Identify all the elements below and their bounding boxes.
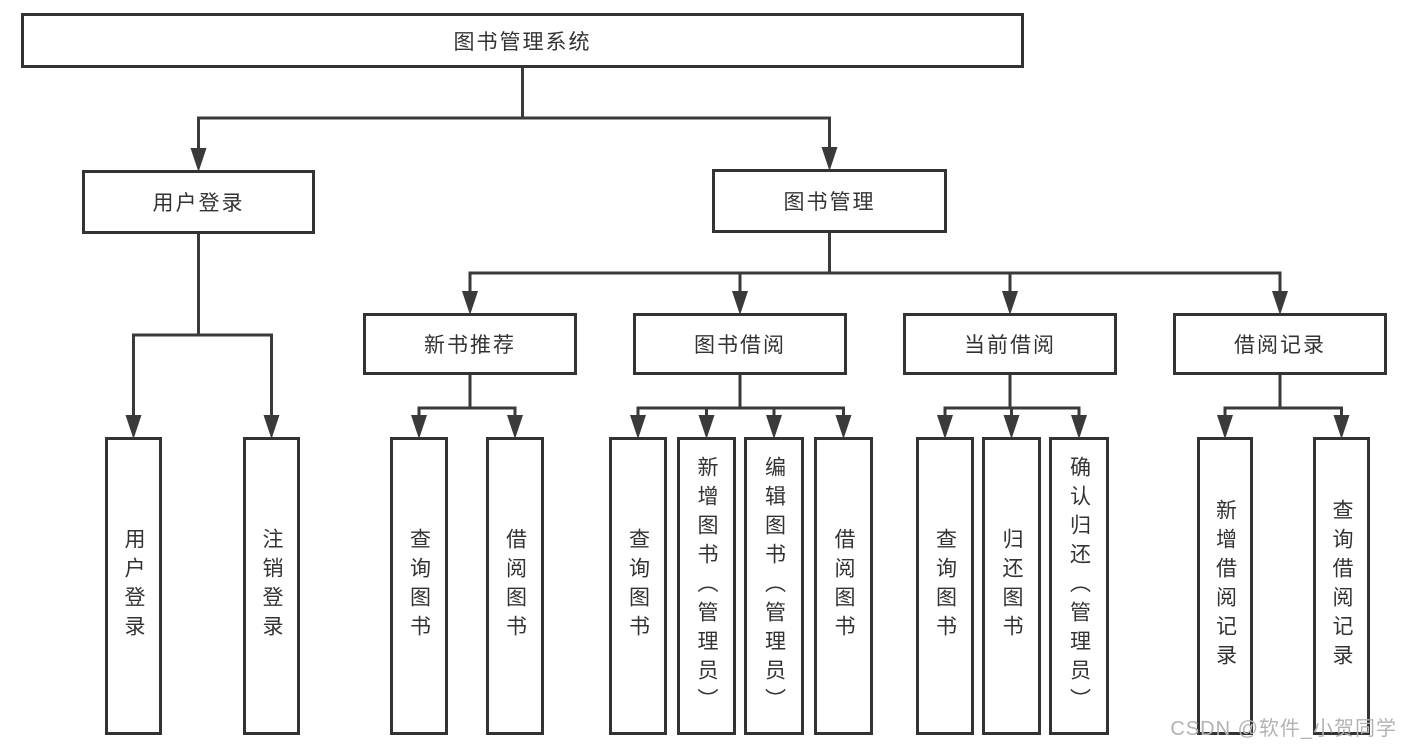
node-label-leaf-bb-edit: 编辑图书（管理员） xyxy=(762,455,786,717)
node-leaf-nbr-query: 查询图书 xyxy=(390,437,448,735)
node-label-leaf-nbr-query: 查询图书 xyxy=(407,528,431,644)
arrowhead-icon xyxy=(1003,415,1020,439)
node-user-login: 用户登录 xyxy=(82,170,315,234)
node-new-book-rec: 新书推荐 xyxy=(363,313,577,375)
node-leaf-bb-query: 查询图书 xyxy=(609,437,667,735)
node-label-leaf-bb-add: 新增图书（管理员） xyxy=(695,455,718,717)
node-leaf-cb-return: 归还图书 xyxy=(982,437,1041,735)
node-label-book-mgmt: 图书管理 xyxy=(783,191,876,214)
node-leaf-bb-add: 新增图书（管理员） xyxy=(677,437,736,735)
node-label-leaf-bb-borrow: 借阅图书 xyxy=(832,528,855,644)
node-leaf-bb-edit: 编辑图书（管理员） xyxy=(744,437,804,735)
arrowhead-icon xyxy=(821,147,838,171)
arrowhead-icon xyxy=(1071,415,1087,439)
node-label-leaf-nbr-borrow: 借阅图书 xyxy=(503,528,527,644)
arrowhead-icon xyxy=(766,415,782,439)
node-book-borrow: 图书借阅 xyxy=(633,313,847,375)
arrowhead-icon xyxy=(1272,291,1288,315)
node-leaf-br-query: 查询借阅记录 xyxy=(1313,437,1370,735)
arrowhead-icon xyxy=(507,415,523,439)
node-label-user-login: 用户登录 xyxy=(152,192,245,215)
arrowhead-icon xyxy=(1002,291,1018,315)
arrowhead-icon xyxy=(462,291,478,315)
arrowhead-icon xyxy=(732,291,748,315)
node-current-borrow: 当前借阅 xyxy=(903,313,1117,375)
arrowhead-icon xyxy=(125,415,142,439)
arrowhead-icon xyxy=(263,415,280,439)
node-book-mgmt: 图书管理 xyxy=(712,169,947,233)
node-label-leaf-bb-query: 查询图书 xyxy=(626,528,650,644)
node-leaf-br-add: 新增借阅记录 xyxy=(1197,437,1253,735)
node-label-current-borrow: 当前借阅 xyxy=(964,334,1056,357)
arrowhead-icon xyxy=(835,415,852,439)
node-label-leaf-logout: 注销登录 xyxy=(260,528,283,644)
node-label-leaf-cb-confirm: 确认归还（管理员） xyxy=(1067,455,1091,717)
node-borrow-records: 借阅记录 xyxy=(1173,313,1387,375)
arrowhead-icon xyxy=(190,148,207,172)
node-leaf-nbr-borrow: 借阅图书 xyxy=(486,437,544,735)
node-label-leaf-br-add: 新增借阅记录 xyxy=(1213,499,1237,673)
arrowhead-icon xyxy=(1333,415,1350,439)
node-label-new-book-rec: 新书推荐 xyxy=(424,334,516,357)
node-label-book-borrow: 图书借阅 xyxy=(694,334,786,357)
node-root: 图书管理系统 xyxy=(21,13,1024,68)
node-label-leaf-cb-query: 查询图书 xyxy=(933,528,957,644)
node-label-leaf-br-query: 查询借阅记录 xyxy=(1330,499,1353,673)
node-leaf-logout: 注销登录 xyxy=(243,437,300,735)
arrowhead-icon xyxy=(937,415,953,439)
node-leaf-user-login: 用户登录 xyxy=(105,437,162,735)
node-leaf-cb-query: 查询图书 xyxy=(916,437,974,735)
watermark-text: CSDN @软件_小贺同学 xyxy=(1170,718,1397,740)
arrowhead-icon xyxy=(411,415,427,439)
node-label-root: 图书管理系统 xyxy=(453,30,592,54)
node-label-leaf-user-login: 用户登录 xyxy=(122,528,145,644)
node-leaf-bb-borrow: 借阅图书 xyxy=(814,437,873,735)
node-label-leaf-cb-return: 归还图书 xyxy=(1000,528,1023,644)
node-label-borrow-records: 借阅记录 xyxy=(1234,334,1326,357)
arrowhead-icon xyxy=(698,415,715,439)
node-leaf-cb-confirm: 确认归还（管理员） xyxy=(1049,437,1109,735)
arrowhead-icon xyxy=(630,415,646,439)
arrowhead-icon xyxy=(1217,415,1233,439)
